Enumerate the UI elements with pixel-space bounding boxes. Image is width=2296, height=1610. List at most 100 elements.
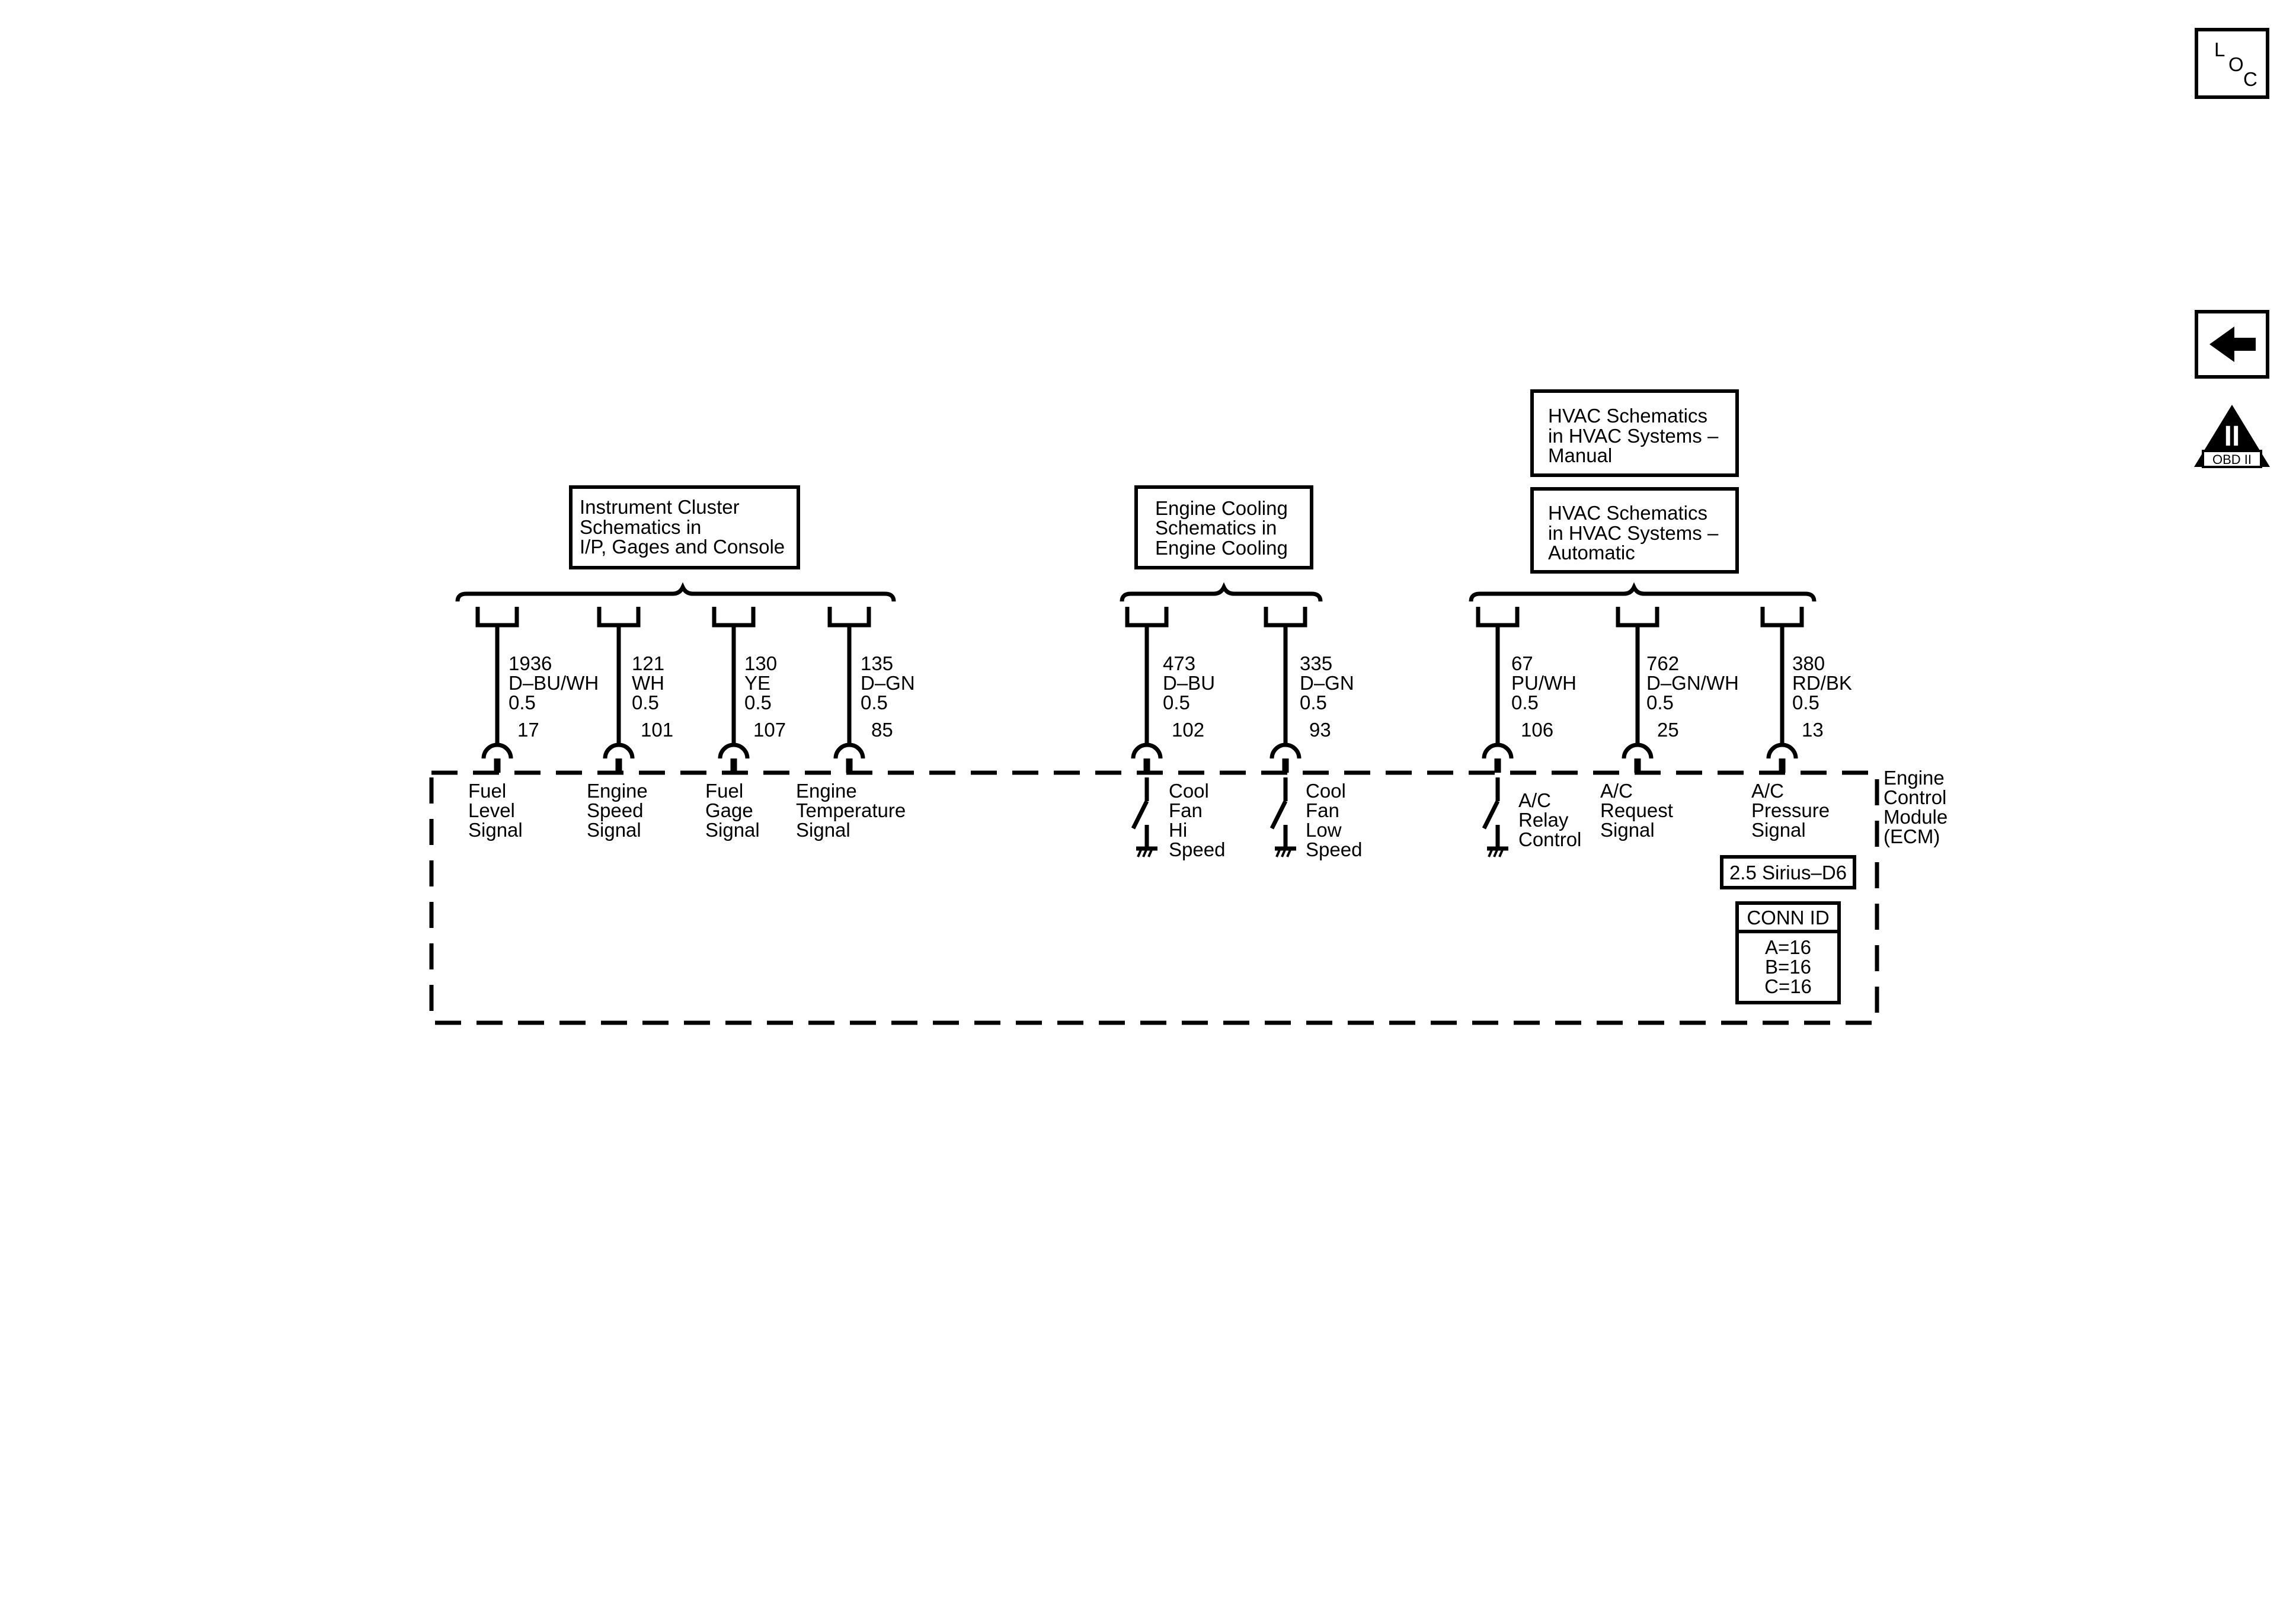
svg-text:Fan: Fan: [1169, 799, 1203, 821]
svg-text:Cool: Cool: [1169, 780, 1209, 802]
svg-text:Fan: Fan: [1306, 799, 1339, 821]
loc-icon[interactable]: L O C: [2195, 28, 2269, 99]
svg-text:A/C: A/C: [1518, 789, 1551, 811]
ref-line: HVAC Schematics: [1548, 502, 1707, 524]
svg-text:Speed: Speed: [587, 799, 643, 821]
wire-473: [1125, 607, 1169, 773]
svg-text:RD/BK: RD/BK: [1792, 672, 1852, 694]
loc-letter-l: L: [2214, 39, 2225, 60]
wire-380: [1760, 607, 1804, 773]
svg-text:Signal: Signal: [1600, 819, 1655, 841]
pin-number: 102: [1172, 719, 1204, 741]
svg-text:135: 135: [861, 652, 893, 674]
pin-number: 106: [1521, 719, 1553, 741]
svg-text:Engine: Engine: [796, 780, 857, 802]
svg-text:473: 473: [1163, 652, 1195, 674]
svg-text:Engine: Engine: [1884, 767, 1945, 789]
svg-text:0.5: 0.5: [744, 692, 772, 713]
svg-text:Low: Low: [1306, 819, 1342, 841]
loc-letter-c: C: [2243, 68, 2257, 90]
back-arrow-icon[interactable]: [2195, 310, 2269, 379]
svg-text:D–GN: D–GN: [1300, 672, 1354, 694]
signal-label-fuel-gage: Fuel Gage Signal: [705, 780, 760, 841]
ref-line: I/P, Gages and Console: [580, 536, 785, 558]
svg-text:Cool: Cool: [1306, 780, 1346, 802]
signal-label-engine-temperature: Engine Temperature Signal: [796, 780, 906, 841]
svg-text:0.5: 0.5: [861, 692, 888, 713]
ref-line: HVAC Schematics: [1548, 405, 1707, 427]
instrument-cluster-reference-box[interactable]: Instrument Cluster Schematics in I/P, Ga…: [569, 485, 800, 569]
cool-fan-low-switch: [1269, 777, 1288, 849]
signal-label-cool-fan-low: Cool Fan Low Speed: [1306, 780, 1362, 860]
conn-id-line: A=16: [1765, 936, 1811, 958]
hvac-brace: [1469, 582, 1817, 602]
pin-number: 85: [871, 719, 893, 741]
svg-text:762: 762: [1646, 652, 1679, 674]
wire-label-380: 380 RD/BK 0.5 13: [1792, 652, 1852, 741]
pin-number: 17: [517, 719, 539, 741]
variant-label: 2.5 Sirius–D6: [1729, 862, 1847, 884]
svg-text:121: 121: [632, 652, 664, 674]
pin-number: 107: [753, 719, 786, 741]
wire-label-762: 762 D–GN/WH 0.5 25: [1646, 652, 1739, 741]
svg-text:0.5: 0.5: [1511, 692, 1539, 713]
svg-text:Signal: Signal: [796, 819, 850, 841]
hvac-manual-reference-box[interactable]: HVAC Schematics in HVAC Systems – Manual: [1530, 389, 1739, 477]
wire-762: [1616, 607, 1659, 773]
svg-text:0.5: 0.5: [1792, 692, 1819, 713]
ref-line: Schematics in: [580, 516, 701, 538]
obd-caption: OBD II: [2212, 452, 2252, 467]
svg-text:67: 67: [1511, 652, 1533, 674]
svg-text:0.5: 0.5: [509, 692, 536, 713]
svg-text:(ECM): (ECM): [1884, 825, 1940, 847]
svg-text:WH: WH: [632, 672, 664, 694]
signal-label-ac-request: A/C Request Signal: [1600, 780, 1673, 841]
loc-letter-o: O: [2228, 53, 2244, 75]
ground-icon: [1136, 846, 1157, 857]
svg-text:Speed: Speed: [1169, 838, 1225, 860]
wire-label-335: 335 D–GN 0.5 93: [1300, 652, 1354, 741]
wire-label-121: 121 WH 0.5 101: [632, 652, 673, 741]
signal-label-engine-speed: Engine Speed Signal: [587, 780, 648, 841]
svg-text:Gage: Gage: [705, 799, 753, 821]
module-name-label: Engine Control Module (ECM): [1884, 767, 1948, 847]
wire-label-67: 67 PU/WH 0.5 106: [1511, 652, 1576, 741]
svg-text:YE: YE: [744, 672, 770, 694]
signal-label-cool-fan-hi: Cool Fan Hi Speed: [1169, 780, 1225, 860]
svg-text:Level: Level: [468, 799, 515, 821]
engine-cooling-brace: [1120, 582, 1323, 602]
signal-label-ac-relay: A/C Relay Control: [1518, 789, 1581, 850]
ref-line: Automatic: [1548, 542, 1635, 564]
wire-130: [712, 607, 756, 773]
svg-text:Temperature: Temperature: [796, 799, 906, 821]
svg-text:Fuel: Fuel: [468, 780, 506, 802]
wire-label-130: 130 YE 0.5 107: [744, 652, 786, 741]
ecm-module-outline: [429, 770, 1879, 1025]
wire-135: [827, 607, 871, 773]
conn-id-line: B=16: [1765, 956, 1811, 978]
svg-text:Control: Control: [1884, 786, 1946, 808]
ref-line: Instrument Cluster: [580, 496, 740, 518]
svg-text:335: 335: [1300, 652, 1332, 674]
svg-text:Engine: Engine: [587, 780, 648, 802]
hvac-automatic-reference-box[interactable]: HVAC Schematics in HVAC Systems – Automa…: [1530, 487, 1739, 574]
svg-text:D–BU: D–BU: [1163, 672, 1215, 694]
svg-text:0.5: 0.5: [632, 692, 659, 713]
ground-icon: [1275, 846, 1296, 857]
svg-text:Request: Request: [1600, 799, 1673, 821]
svg-text:D–BU/WH: D–BU/WH: [509, 672, 599, 694]
pin-number: 93: [1309, 719, 1331, 741]
svg-text:Relay: Relay: [1518, 809, 1569, 831]
svg-text:Signal: Signal: [1751, 819, 1806, 841]
wire-121: [597, 607, 641, 773]
svg-text:0.5: 0.5: [1300, 692, 1327, 713]
obd-icon[interactable]: II OBD II: [2194, 405, 2270, 468]
svg-text:0.5: 0.5: [1646, 692, 1674, 713]
pin-number: 101: [641, 719, 673, 741]
svg-text:D–GN/WH: D–GN/WH: [1646, 672, 1739, 694]
svg-text:D–GN: D–GN: [861, 672, 915, 694]
pin-number: 25: [1657, 719, 1679, 741]
wire-label-135: 135 D–GN 0.5 85: [861, 652, 915, 741]
engine-cooling-reference-box[interactable]: Engine Cooling Schematics in Engine Cool…: [1134, 485, 1313, 569]
svg-text:Signal: Signal: [587, 819, 641, 841]
